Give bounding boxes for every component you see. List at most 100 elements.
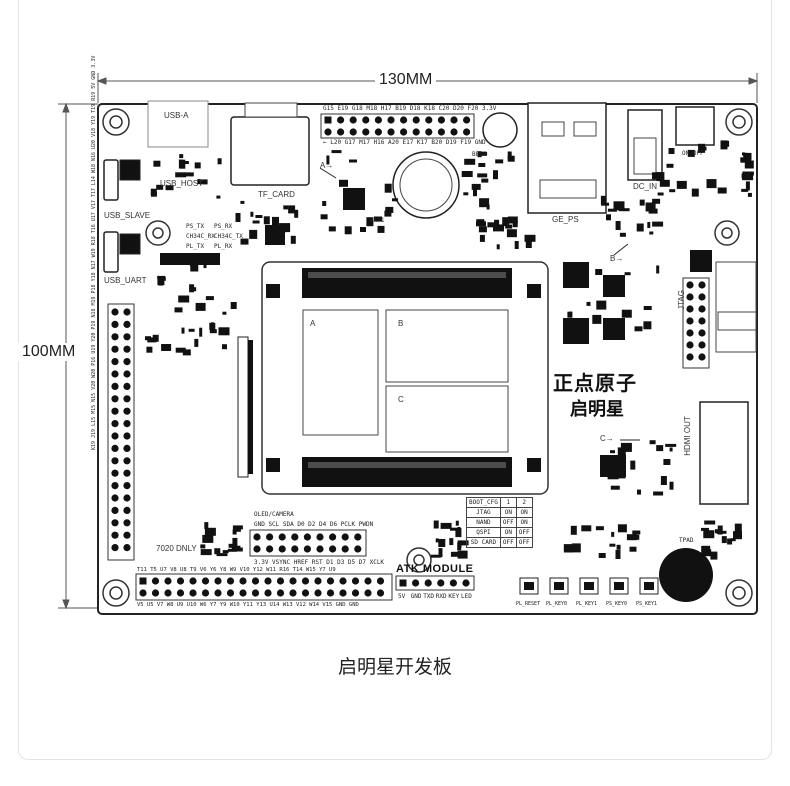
pin bbox=[189, 577, 197, 585]
pl-tx-label: PL_TX bbox=[186, 243, 205, 250]
smd-part bbox=[733, 531, 742, 540]
smd-part bbox=[216, 195, 221, 199]
pin bbox=[462, 579, 470, 587]
boot-cfg-cell: OFF bbox=[515, 527, 533, 538]
smd-part bbox=[184, 172, 194, 177]
smd-part bbox=[598, 553, 606, 558]
smd-part bbox=[344, 226, 352, 235]
pin bbox=[698, 293, 706, 301]
smd-part bbox=[740, 159, 751, 163]
pin bbox=[111, 531, 119, 539]
pin bbox=[351, 589, 360, 597]
header-frame bbox=[135, 573, 393, 601]
bottom-header-row2: V5 U5 V7 W8 U9 U10 W6 Y7 Y9 W10 Y11 Y13 … bbox=[137, 602, 359, 608]
block-a bbox=[302, 309, 379, 436]
pin bbox=[425, 116, 433, 124]
pin bbox=[123, 506, 131, 514]
pin bbox=[289, 577, 297, 585]
smd-part bbox=[493, 224, 504, 232]
pin bbox=[686, 341, 694, 349]
smd-part bbox=[200, 544, 206, 549]
boot-cfg-row: SD CARD OFF OFF bbox=[466, 537, 533, 548]
pin-square bbox=[324, 116, 332, 124]
smd-part bbox=[704, 520, 716, 525]
smd-part bbox=[724, 140, 730, 147]
smd-part bbox=[175, 347, 186, 353]
smd-part bbox=[438, 539, 446, 547]
pin bbox=[337, 116, 345, 124]
smd-part bbox=[666, 163, 674, 168]
brand-subname: 启明星 bbox=[570, 399, 624, 420]
smd-part bbox=[714, 529, 720, 534]
usb-a-connector bbox=[147, 100, 209, 148]
pin bbox=[374, 128, 382, 136]
pin bbox=[123, 345, 131, 353]
pin bbox=[400, 128, 408, 136]
smd-part bbox=[249, 229, 258, 239]
pin bbox=[214, 577, 222, 585]
ge-ps-label: GE_PS bbox=[552, 215, 579, 224]
smd-part bbox=[717, 187, 727, 194]
smd-part bbox=[586, 301, 591, 306]
product-caption: 启明星开发板 bbox=[337, 656, 452, 678]
smd-part bbox=[615, 550, 621, 559]
pin bbox=[251, 577, 260, 585]
pin bbox=[424, 579, 432, 587]
smd-part bbox=[331, 150, 342, 154]
smd-part bbox=[743, 152, 748, 157]
pin bbox=[123, 531, 131, 539]
pin bbox=[111, 444, 119, 452]
block-a-label: A bbox=[310, 319, 316, 328]
smd-part bbox=[606, 214, 611, 221]
oled-pins-row2: 3.3V VSYNC HREF RST D1 D3 D5 D7 XCLK bbox=[254, 559, 385, 566]
smd-part bbox=[652, 198, 661, 204]
smd-part bbox=[707, 531, 713, 537]
smd-part bbox=[199, 179, 208, 185]
smd-part bbox=[620, 442, 632, 452]
ic-chip bbox=[563, 262, 589, 288]
smd-part bbox=[152, 334, 159, 342]
smd-part bbox=[581, 525, 592, 532]
smd-part bbox=[643, 306, 652, 310]
pin bbox=[111, 320, 119, 328]
smd-part bbox=[479, 234, 485, 242]
smd-part bbox=[643, 321, 652, 330]
pin bbox=[264, 589, 272, 597]
pin bbox=[316, 533, 324, 541]
arrow-a-label: A→ bbox=[320, 161, 334, 170]
pin bbox=[266, 545, 274, 553]
smd-part bbox=[455, 520, 459, 526]
pin bbox=[276, 577, 285, 585]
pin bbox=[339, 577, 347, 585]
ic-chip bbox=[265, 225, 285, 245]
pin bbox=[164, 589, 172, 597]
atk-pin-label: LED bbox=[461, 593, 472, 600]
tpad bbox=[659, 548, 713, 602]
rgb-lcd-connector bbox=[237, 336, 249, 478]
key-cap bbox=[614, 582, 624, 590]
smd-part bbox=[660, 476, 667, 485]
smd-part bbox=[496, 244, 500, 250]
top-header-row1: G15 E19 G18 M18 H17 B19 D18 K18 C20 D20 … bbox=[323, 105, 497, 112]
pin bbox=[111, 358, 119, 366]
smd-part bbox=[657, 192, 664, 196]
pin bbox=[111, 519, 119, 527]
smd-part bbox=[290, 235, 296, 244]
pin bbox=[374, 116, 382, 124]
pin bbox=[123, 407, 131, 415]
smd-part bbox=[450, 527, 460, 531]
pin bbox=[278, 545, 286, 553]
pin bbox=[111, 370, 119, 378]
usb-micro-connectors bbox=[103, 159, 141, 273]
boot-cfg-row: JTAG ON ON bbox=[466, 507, 533, 518]
tf-card-label: TF_CARD bbox=[258, 190, 295, 199]
atk-pin-label: 5V bbox=[398, 593, 406, 600]
smd-part bbox=[734, 523, 742, 533]
pin bbox=[214, 589, 222, 597]
pin bbox=[111, 457, 119, 465]
smd-part bbox=[479, 198, 490, 208]
pin bbox=[686, 305, 694, 313]
pin bbox=[123, 482, 131, 490]
smd-part bbox=[600, 195, 606, 205]
ps-rx-label: PS_RX bbox=[214, 223, 233, 230]
